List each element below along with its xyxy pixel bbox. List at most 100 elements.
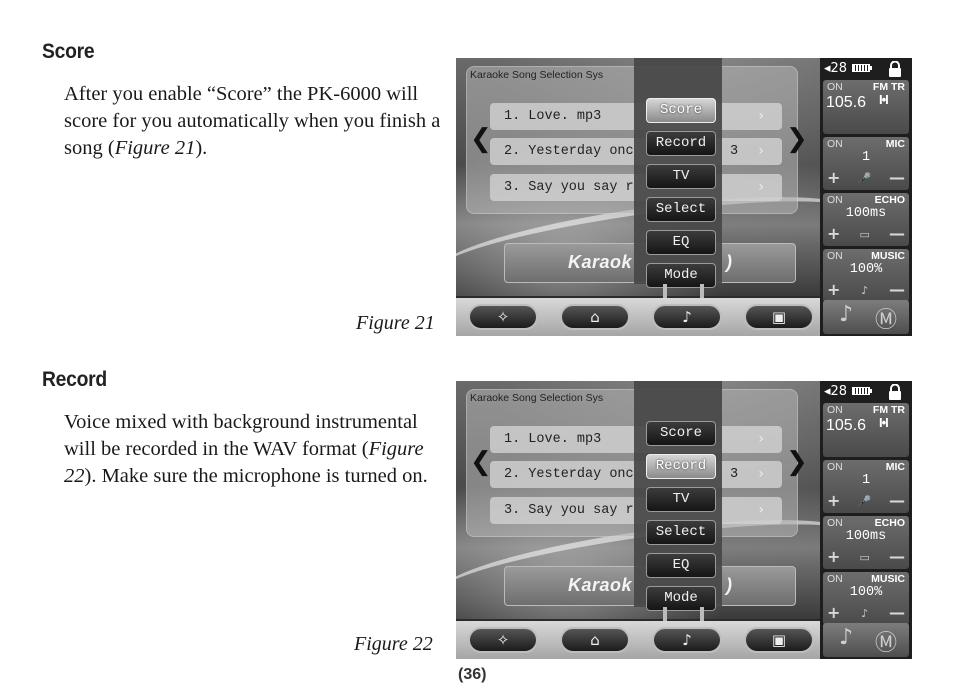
mic-panel[interactable]: ON MIC 1 + 🎤 — (823, 460, 909, 513)
minus-button[interactable]: — (888, 491, 905, 510)
echo-value: 100ms (845, 206, 887, 221)
chevron-right-icon[interactable]: ❯ (786, 124, 808, 154)
lock-icon (889, 61, 901, 77)
song-selection-title: Karaoke Song Selection Sys (470, 69, 604, 81)
chevron-right-icon: › (758, 108, 764, 124)
corner-buttons: ♪ Ⓜ (823, 623, 909, 657)
score-icon: ✧ (496, 308, 510, 326)
device-screenshot-figure-22: Karaoke Song Selection Sys 1. Love. mp3›… (456, 381, 912, 659)
toolbar-button[interactable]: ▣ (744, 304, 814, 330)
chevron-left-icon[interactable]: ❮ (470, 124, 492, 154)
music-panel[interactable]: ON MUSIC 100% + ♪ — (823, 249, 909, 302)
chevron-left-icon[interactable]: ❮ (470, 447, 492, 477)
mode-icon[interactable]: Ⓜ (875, 631, 898, 656)
music-note-icon[interactable]: ♪ (839, 625, 854, 650)
minus-button[interactable]: — (889, 280, 905, 299)
plus-button[interactable]: + (827, 491, 841, 510)
mic-icon: 🎤 (857, 172, 872, 185)
plus-button[interactable]: + (827, 547, 841, 566)
record-icon: ⌂ (590, 631, 600, 649)
body-text: ). Make sure the microphone is turned on… (84, 465, 428, 487)
mic-label: MIC (885, 461, 905, 473)
echo-controls: + ▭ — (827, 224, 905, 246)
music-note-icon: ♪ (682, 308, 692, 326)
mic-controls: + 🎤 — (827, 491, 905, 513)
volume-indicator: ◂28 (824, 384, 848, 399)
echo-panel[interactable]: ON ECHO 100ms + ▭ — (823, 193, 909, 246)
toolbar-button[interactable]: ⌂ (560, 627, 630, 653)
music-note-icon: ♪ (861, 284, 869, 297)
menu-item-record[interactable]: Record (646, 131, 716, 156)
plus-button[interactable]: + (827, 280, 841, 299)
mic-label: MIC (885, 138, 905, 150)
chevron-right-icon: › (758, 179, 764, 195)
echo-panel[interactable]: ON ECHO 100ms + ▭ — (823, 516, 909, 569)
menu-item-eq[interactable]: EQ (646, 553, 716, 578)
record-icon: ⌂ (590, 308, 600, 326)
music-panel[interactable]: ON MUSIC 100% + ♪ — (823, 572, 909, 625)
toolbar-button[interactable]: ♪ (652, 304, 722, 330)
song-title-tail: 3 (730, 144, 739, 159)
mic-value: 1 (861, 473, 871, 488)
battery-tip (870, 66, 872, 70)
echo-on-label: ON (827, 517, 843, 529)
menu-item-score[interactable]: Score (646, 98, 716, 123)
menu-item-tv[interactable]: TV (646, 164, 716, 189)
song-title-tail: 3 (730, 467, 739, 482)
mic-on-label: ON (827, 461, 843, 473)
karaoke-banner-label: Karaok (568, 575, 633, 595)
karaoke-banner-tail: ) (726, 252, 733, 272)
toolbar-button[interactable]: ▣ (744, 627, 814, 653)
fm-on-label: ON (827, 81, 843, 93)
music-note-icon: ♪ (861, 607, 869, 620)
echo-controls: + ▭ — (827, 547, 905, 569)
menu-item-mode[interactable]: Mode (646, 263, 716, 288)
toolbar-button[interactable]: ♪ (652, 627, 722, 653)
song-title: 1. Love. mp3 (504, 432, 602, 447)
music-controls: + ♪ — (827, 280, 905, 302)
menu-item-mode[interactable]: Mode (646, 586, 716, 611)
mic-controls: + 🎤 — (827, 168, 905, 190)
echo-on-label: ON (827, 194, 843, 206)
minus-button[interactable]: — (889, 603, 905, 622)
minus-button[interactable]: — (889, 547, 905, 566)
fm-frequency: 105.6 (826, 417, 867, 434)
menu-stem (700, 284, 704, 300)
fm-label: FM TR (872, 81, 905, 93)
menu-stem (663, 607, 667, 623)
menu-item-tv[interactable]: TV (646, 487, 716, 512)
fm-transmitter-panel[interactable]: ON FM TR 105.6 I•I (823, 80, 909, 134)
music-value: 100% (849, 585, 883, 600)
score-icon: ✧ (496, 631, 510, 649)
mic-panel[interactable]: ON MIC 1 + 🎤 — (823, 137, 909, 190)
body-text: ). (195, 137, 208, 159)
fm-transmitter-panel[interactable]: ON FM TR 105.6 I•I (823, 403, 909, 457)
plus-button[interactable]: + (827, 168, 841, 187)
section-heading-record: Record (42, 368, 107, 391)
echo-icon: ▭ (859, 551, 870, 564)
plus-button[interactable]: + (827, 603, 841, 622)
menu-item-select[interactable]: Select (646, 197, 716, 222)
minus-button[interactable]: — (889, 224, 905, 243)
toolbar-button[interactable]: ✧ (468, 627, 538, 653)
mic-icon: 🎤 (857, 495, 872, 508)
mode-icon[interactable]: Ⓜ (875, 308, 898, 333)
menu-item-score[interactable]: Score (646, 421, 716, 446)
chevron-right-icon[interactable]: ❯ (786, 447, 808, 477)
corner-buttons: ♪ Ⓜ (823, 300, 909, 334)
menu-item-select[interactable]: Select (646, 520, 716, 545)
toolbar-button[interactable]: ⌂ (560, 304, 630, 330)
music-note-icon[interactable]: ♪ (839, 302, 854, 327)
plus-button[interactable]: + (827, 224, 841, 243)
song-title: 2. Yesterday onc (504, 144, 634, 159)
menu-item-eq[interactable]: EQ (646, 230, 716, 255)
menu-item-record[interactable]: Record (646, 454, 716, 479)
chevron-right-icon: › (758, 466, 764, 482)
section-heading-score: Score (42, 40, 95, 63)
mic-value: 1 (861, 150, 871, 165)
mic-on-label: ON (827, 138, 843, 150)
music-controls: + ♪ — (827, 603, 905, 625)
minus-button[interactable]: — (888, 168, 905, 187)
toolbar-button[interactable]: ✧ (468, 304, 538, 330)
echo-icon: ▭ (859, 228, 870, 241)
